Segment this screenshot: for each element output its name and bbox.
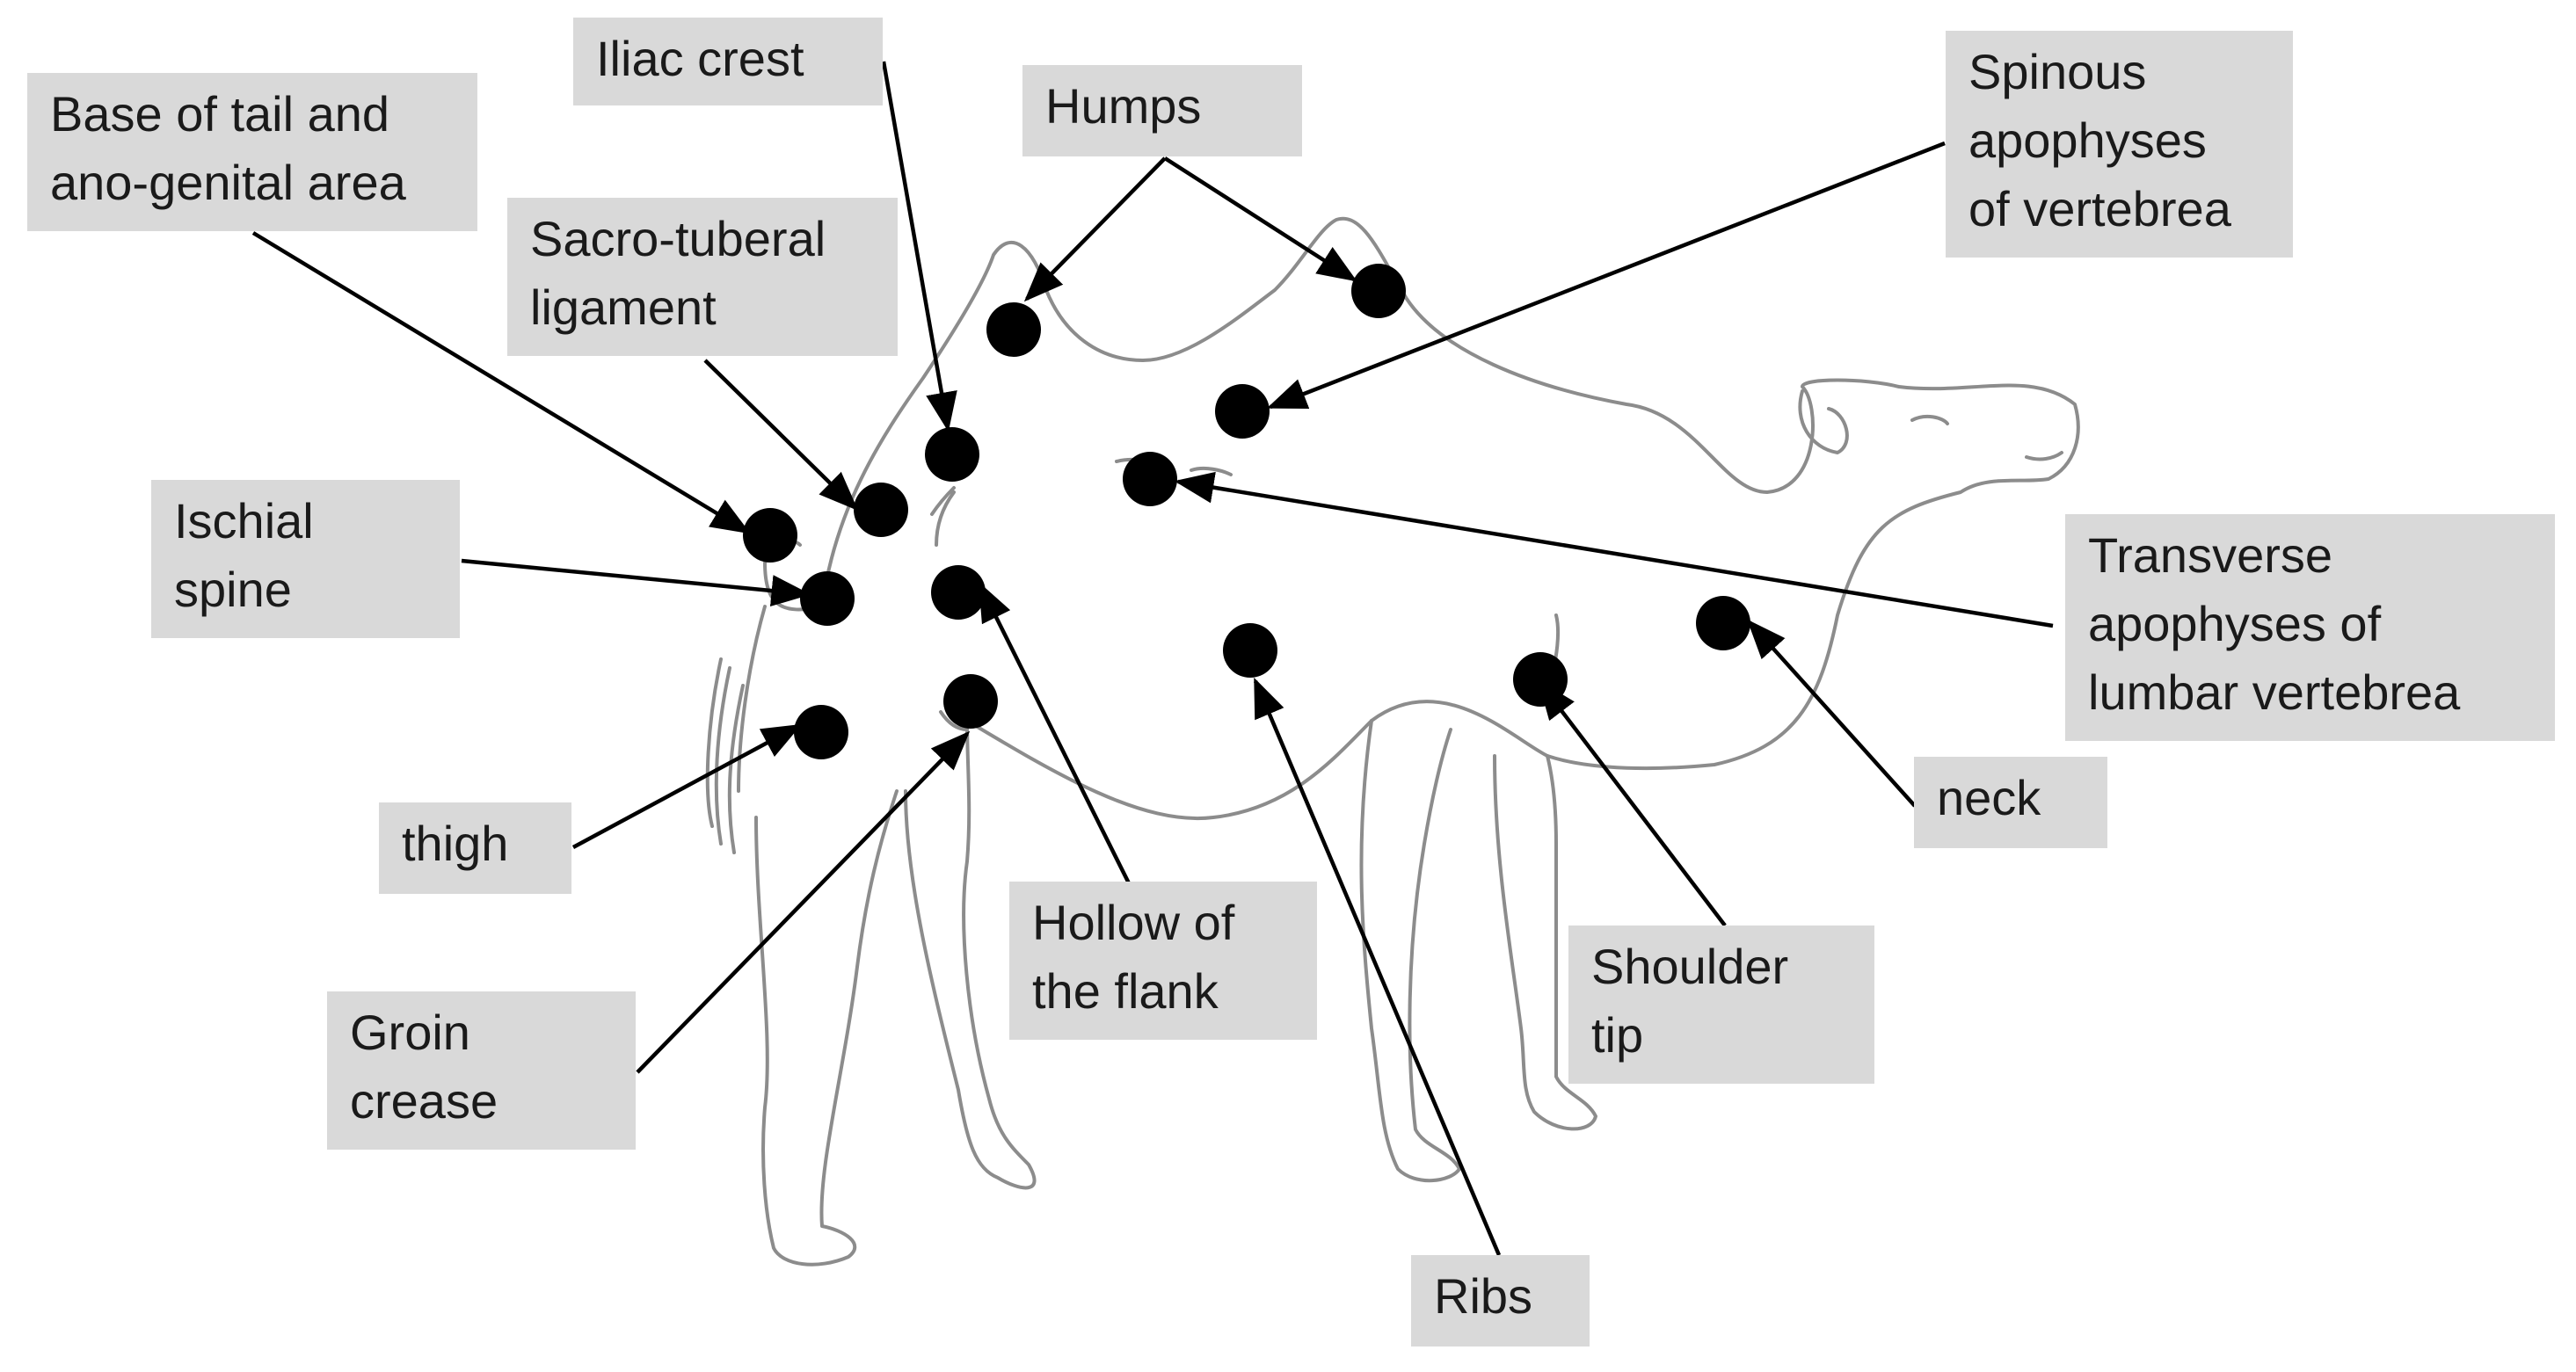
marker-base-tail (743, 508, 797, 563)
marker-transverse (1123, 452, 1177, 506)
label-spinous-apophyses: Spinous apophyses of vertebrea (1946, 31, 2293, 258)
camel-eye-outline (1910, 414, 1949, 425)
marker-ribs (1223, 623, 1277, 678)
marker-hollow (931, 565, 986, 620)
label-humps: Humps (1022, 65, 1302, 156)
marker-thigh (794, 705, 848, 759)
camel-hind-leg-right (904, 719, 1037, 1190)
pointer-humps-right (1163, 156, 1357, 282)
label-hollow-of-the-flank: Hollow of the flank (1009, 882, 1317, 1040)
pointer-ischial (461, 558, 811, 607)
camel-tail-outline (705, 657, 745, 854)
pointer-transverse (1174, 471, 2054, 628)
pointer-iliac-crest (881, 61, 957, 432)
label-base-of-tail: Base of tail and ano-genital area (27, 73, 477, 231)
marker-hump-front (986, 302, 1041, 357)
marker-spinous (1215, 384, 1270, 439)
camel-hind-leg-left (754, 789, 899, 1267)
pointer-ribs (1253, 677, 1502, 1256)
camel-belly-outline (965, 700, 1549, 821)
marker-hump-back (1351, 264, 1406, 318)
marker-ischial (800, 571, 855, 626)
label-neck: neck (1914, 757, 2107, 848)
pointer-thigh (571, 723, 802, 849)
camel-back-outline (820, 216, 2080, 771)
pointer-hollow (978, 581, 1132, 887)
pointer-groin (636, 730, 971, 1074)
camel-sketch-marks (930, 457, 1561, 731)
body-markers (743, 264, 1750, 759)
pointer-lines (251, 61, 2054, 1256)
marker-groin (943, 674, 998, 729)
camel-mouth-outline (2025, 451, 2063, 461)
label-shoulder-tip: Shoulder tip (1568, 926, 1874, 1084)
pointer-base-tail (251, 231, 751, 534)
label-groin-crease: Groin crease (327, 991, 636, 1150)
label-thigh: thigh (379, 802, 571, 894)
label-ribs: Ribs (1411, 1255, 1590, 1347)
label-transverse-apophyses: Transverse apophyses of lumbar vertebrea (2065, 514, 2555, 741)
pointer-humps-left (1023, 156, 1167, 302)
pointer-spinous (1266, 141, 1946, 410)
marker-shoulder (1513, 652, 1568, 707)
camel-outline (705, 216, 2080, 1267)
pointer-neck (1746, 619, 1917, 808)
pointer-sacro (703, 359, 859, 512)
camel-ear-outline (1798, 389, 1849, 454)
camel-front-leg-left (1359, 719, 1461, 1183)
label-sacro-tuberal-ligament: Sacro-tuberal ligament (507, 198, 898, 356)
label-ischial-spine: Ischial spine (151, 480, 460, 638)
marker-sacro (854, 483, 908, 537)
label-iliac-crest: Iliac crest (573, 18, 883, 105)
marker-iliac-crest (925, 427, 979, 482)
pointer-shoulder (1538, 679, 1727, 927)
camel-front-leg-right (1493, 754, 1597, 1131)
marker-neck (1696, 596, 1750, 650)
